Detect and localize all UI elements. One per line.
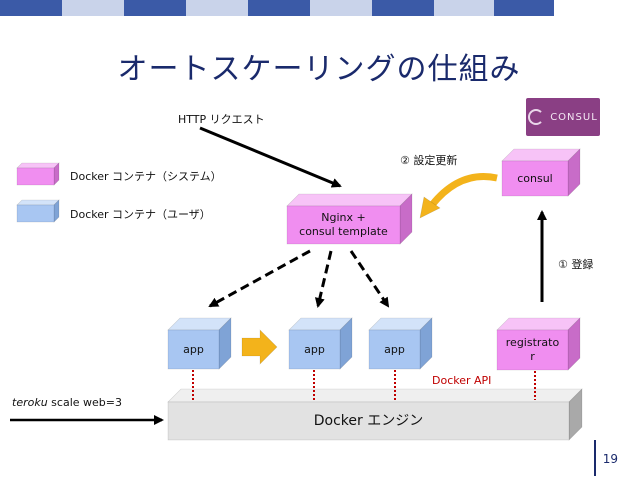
nginx-box-label: Nginx + consul template xyxy=(299,211,388,238)
config-update-arrow xyxy=(419,173,498,219)
band-block xyxy=(434,0,494,16)
app-box-3-label: app xyxy=(384,342,405,356)
app-box-1-label: app xyxy=(183,342,204,356)
app-box-2-label: app xyxy=(304,342,325,356)
consul-box-label: consul xyxy=(517,171,553,185)
config-update-label: ② 設定更新 xyxy=(400,154,458,167)
band-block xyxy=(62,0,124,16)
docker-engine-box xyxy=(167,388,583,441)
legend-system-label: Docker コンテナ（システム） xyxy=(70,170,222,183)
consul-box xyxy=(501,148,581,197)
app-box-1 xyxy=(167,317,232,370)
top-color-band xyxy=(0,0,638,16)
band-block xyxy=(494,0,554,16)
register-label: ① 登録 xyxy=(558,258,594,271)
http-request-label: HTTP リクエスト xyxy=(178,113,265,126)
app-box-3 xyxy=(368,317,433,370)
engine-connectors xyxy=(192,370,536,400)
band-block xyxy=(0,0,62,16)
scale-command-args: scale web=3 xyxy=(47,396,122,409)
http-request-arrow xyxy=(199,126,342,188)
band-block xyxy=(124,0,186,16)
page-number: 19 xyxy=(602,452,618,466)
legend-user-cube xyxy=(16,199,60,223)
band-block xyxy=(186,0,248,16)
slide-title: オートスケーリングの仕組み xyxy=(117,52,521,87)
nginx-to-apps-arrows xyxy=(208,249,390,308)
band-block xyxy=(554,0,638,16)
docker-engine-label: Docker エンジン xyxy=(313,413,424,429)
legend-system-cube xyxy=(16,162,60,186)
consul-logo-icon xyxy=(528,109,545,125)
scale-command-tool: teroku xyxy=(12,396,48,409)
legend-user-label: Docker コンテナ（ユーザ） xyxy=(70,208,211,221)
page-number-bar xyxy=(594,440,596,476)
app-box-2 xyxy=(288,317,353,370)
docker-api-label: Docker API xyxy=(432,374,492,387)
scale-command-label: teroku scale web=3 xyxy=(12,396,122,409)
consul-logo: CONSUL xyxy=(526,98,600,136)
scale-out-arrow xyxy=(241,329,278,365)
registrator-box-label: registrato r xyxy=(505,336,560,363)
band-block xyxy=(248,0,310,16)
registrator-box xyxy=(496,317,581,371)
band-block xyxy=(372,0,434,16)
nginx-box xyxy=(286,193,413,245)
band-block xyxy=(310,0,372,16)
consul-logo-text: CONSUL xyxy=(550,111,598,123)
